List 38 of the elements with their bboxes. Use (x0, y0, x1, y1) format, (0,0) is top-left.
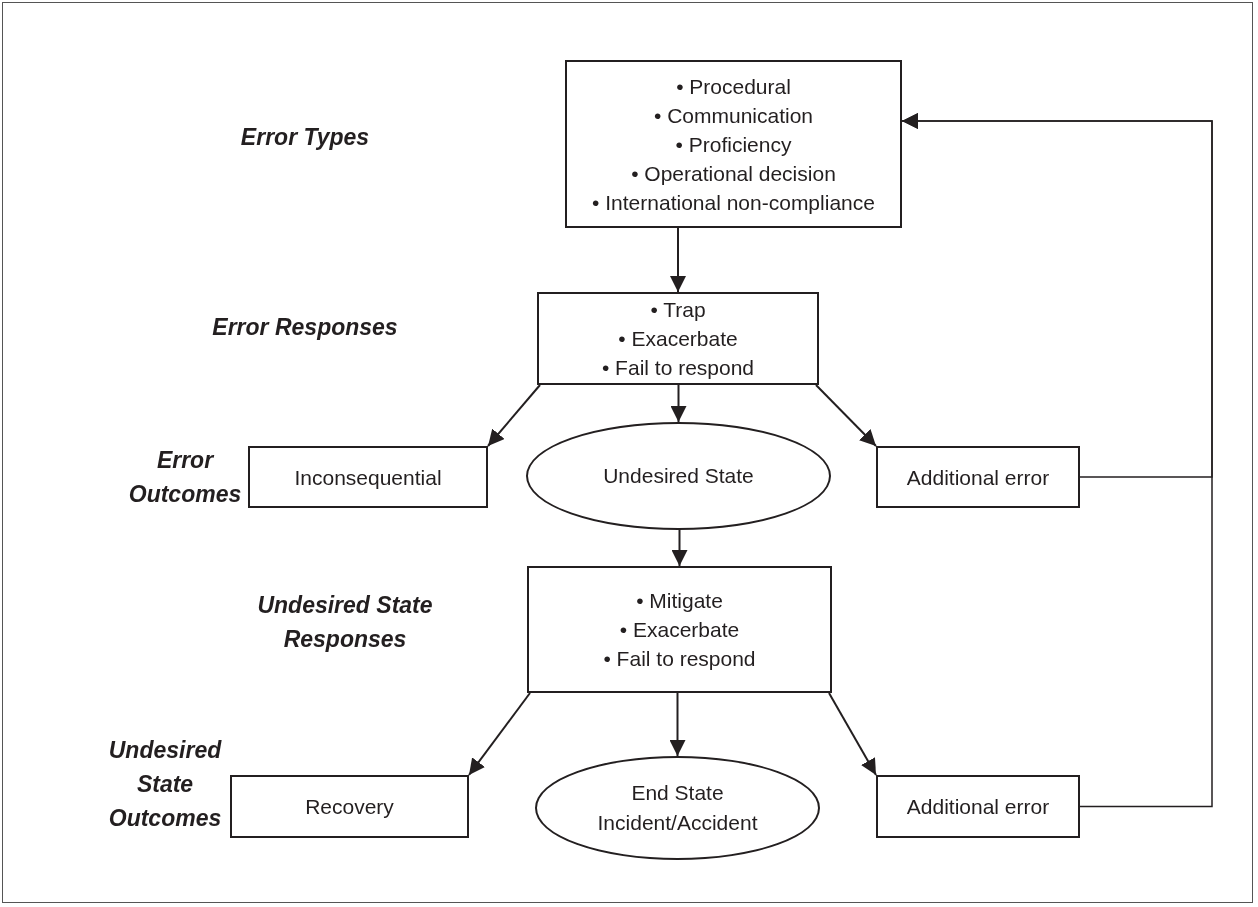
node-text: Recovery (305, 794, 394, 820)
node-text: Additional error (906, 794, 1050, 820)
arrow (901, 113, 1213, 808)
node-text: End State Incident/Accident (596, 780, 759, 836)
node-text: • Exacerbate (618, 326, 738, 352)
node-text: Undesired State (602, 463, 755, 489)
node-text: • Procedural (676, 73, 791, 100)
node-text: Additional error (906, 464, 1050, 491)
arrow (669, 692, 686, 757)
node-text: • Proficiency (675, 131, 792, 158)
arrow (670, 227, 686, 293)
node-text: Inconsequential (294, 464, 442, 491)
process-box (537, 292, 819, 385)
node-text: • International non-compliance (592, 189, 875, 216)
arrow (815, 384, 877, 447)
level-heading: Error Outcomes (127, 446, 243, 509)
outcome-box (230, 775, 469, 838)
node-text: • Fail to respond (603, 646, 756, 672)
arrow (671, 529, 688, 567)
process-box (565, 60, 902, 228)
node-text: • Mitigate (636, 588, 723, 614)
outcome-box (876, 446, 1080, 508)
level-heading: Undesired State Outcomes (107, 736, 223, 833)
node-text: • Communication (653, 102, 814, 129)
arrow (670, 384, 687, 423)
outcome-box (248, 446, 488, 508)
level-heading: Error Responses (211, 313, 399, 342)
level-heading: Error Types (239, 123, 371, 152)
arrow (468, 692, 531, 776)
arrow (487, 384, 541, 447)
level-heading: Undesired State Responses (256, 591, 434, 654)
node-text: • Fail to respond (601, 355, 755, 381)
arrow (828, 692, 877, 776)
node-text: • Operational decision (631, 160, 836, 187)
node-text: • Exacerbate (619, 617, 740, 643)
process-box (527, 566, 832, 693)
node-text: • Trap (650, 297, 706, 323)
outcome-box (876, 775, 1080, 838)
